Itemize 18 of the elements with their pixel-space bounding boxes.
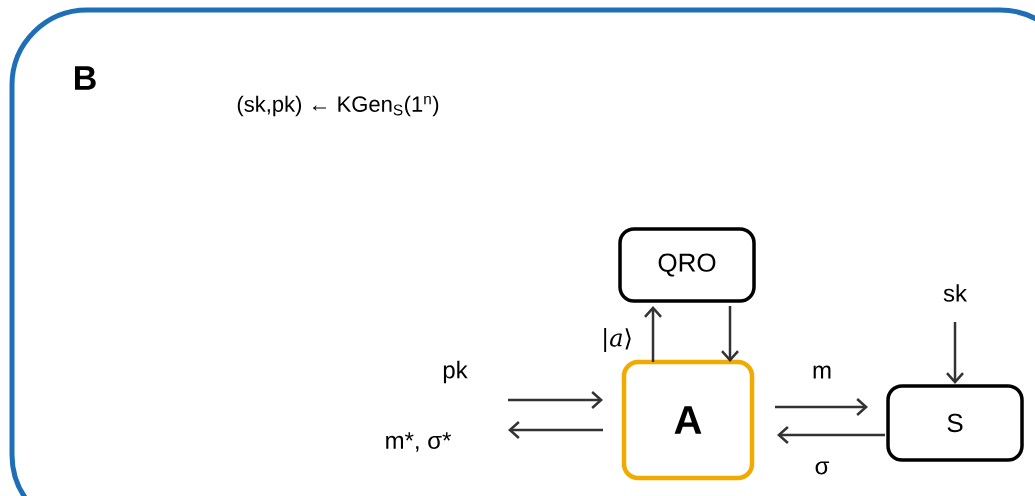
arrow xyxy=(644,306,662,362)
arrow xyxy=(508,391,603,409)
arrow xyxy=(946,322,964,384)
arrow xyxy=(721,306,739,362)
arrow xyxy=(508,421,603,439)
panel-letter: B xyxy=(75,66,96,90)
edge-label: |a⟩ xyxy=(604,328,631,352)
edge-label: m xyxy=(813,365,831,379)
edge-label: sk xyxy=(943,284,968,302)
arrow xyxy=(775,398,868,416)
arrow xyxy=(777,426,885,444)
edge-label: pk xyxy=(443,360,468,384)
agent-box: A xyxy=(621,359,755,481)
process-box: QRO xyxy=(618,227,756,303)
edge-label: m*, σ* xyxy=(386,432,451,452)
formula-text: (sk,pk) ← KGen$_{S}$(1$^{n}$) xyxy=(237,95,439,117)
edge-label: σ xyxy=(815,461,830,475)
process-box: S xyxy=(886,384,1024,462)
